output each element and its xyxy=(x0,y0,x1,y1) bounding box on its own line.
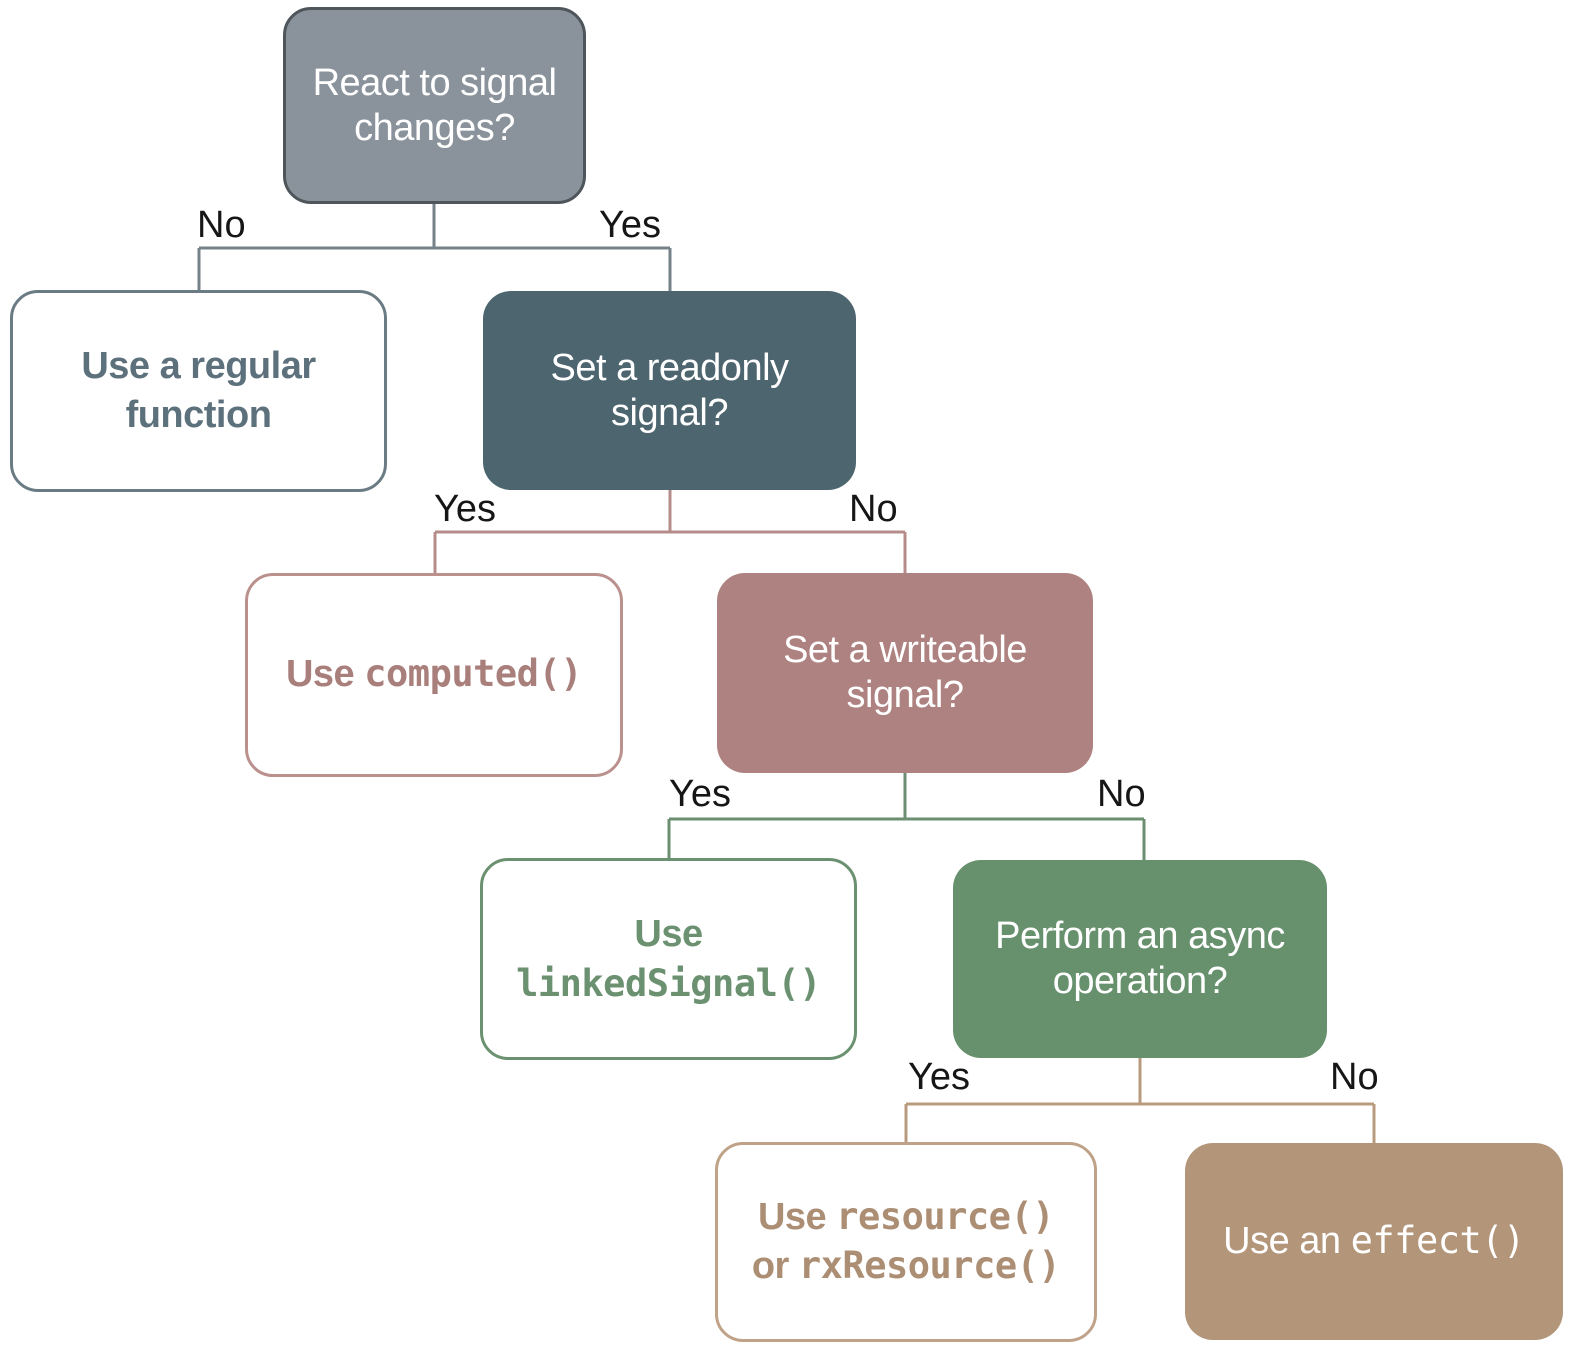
question-line: Set a readonly xyxy=(550,346,789,389)
edge-label-level2-no: No xyxy=(849,488,898,530)
connector-level2 xyxy=(433,490,907,574)
node-computed-answer: Use computed() xyxy=(245,573,623,777)
node-regular-function-answer: Use a regular function xyxy=(10,290,387,492)
question-line: Perform an async xyxy=(995,915,1285,958)
node-readonly-signal-question: Set a readonly signal? xyxy=(483,291,856,490)
question-line: changes? xyxy=(354,106,515,149)
effect-code: effect() xyxy=(1350,1218,1526,1262)
question-line: Set a writeable xyxy=(783,629,1027,672)
answer-prefix: Use xyxy=(285,653,355,696)
answer-line: Use a regular xyxy=(81,344,316,387)
edge-label-level1-no: No xyxy=(197,204,246,246)
node-writeable-signal-question: Set a writeable signal? xyxy=(717,573,1093,773)
question-line: signal? xyxy=(846,674,964,716)
answer-line: or rxResource() xyxy=(751,1242,1061,1291)
edge-label-level1-yes: Yes xyxy=(599,204,661,246)
resource-code: resource() xyxy=(836,1194,1055,1238)
answer-prefix: Use an xyxy=(1223,1219,1341,1262)
question-line: React to signal xyxy=(312,61,557,104)
connector-level1 xyxy=(197,204,672,292)
answer-line: Use an effect() xyxy=(1223,1217,1525,1266)
answer-prefix: or xyxy=(751,1245,790,1287)
node-react-to-signal-question: React to signal changes? xyxy=(283,7,586,204)
answer-prefix: Use xyxy=(757,1195,827,1238)
linked-signal-code: linkedSignal() xyxy=(516,961,821,1005)
node-linked-signal-answer: Use linkedSignal() xyxy=(480,858,857,1060)
answer-prefix: Use xyxy=(634,913,703,956)
node-effect-answer: Use an effect() xyxy=(1185,1143,1563,1340)
answer-line: Use computed() xyxy=(285,650,583,699)
edge-label-level4-yes: Yes xyxy=(908,1056,970,1098)
computed-code: computed() xyxy=(364,652,583,696)
connector-level3 xyxy=(667,773,1146,861)
connector-level4 xyxy=(904,1058,1376,1144)
answer-line: Use resource() xyxy=(757,1193,1055,1242)
edge-label-level4-no: No xyxy=(1330,1056,1379,1098)
question-line: signal? xyxy=(611,391,728,434)
edge-label-level2-yes: Yes xyxy=(434,488,496,530)
question-line: operation? xyxy=(1052,960,1228,1002)
rx-resource-code: rxResource() xyxy=(798,1244,1061,1287)
node-async-operation-question: Perform an async operation? xyxy=(953,860,1327,1058)
edge-label-level3-yes: Yes xyxy=(669,773,731,815)
node-resource-answer: Use resource() or rxResource() xyxy=(715,1142,1097,1342)
answer-line: function xyxy=(125,394,272,436)
edge-label-level3-no: No xyxy=(1097,773,1146,815)
